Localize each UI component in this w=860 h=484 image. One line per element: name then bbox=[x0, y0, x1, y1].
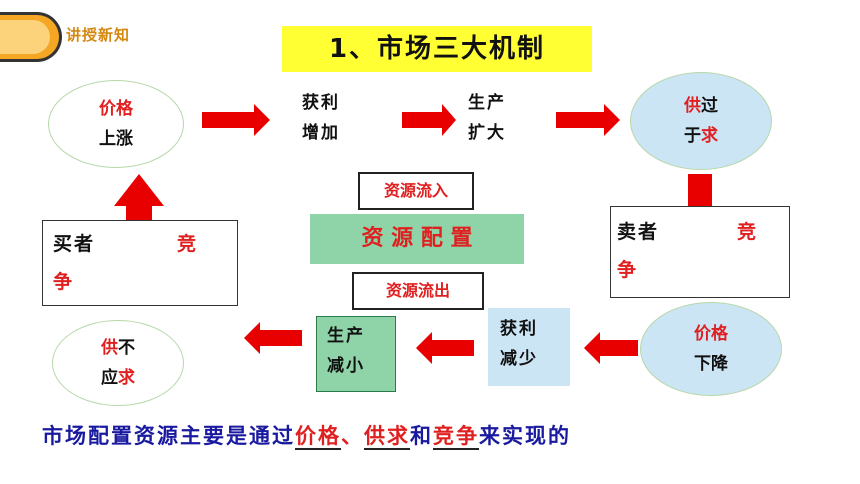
price-down-node: 价格 下降 bbox=[640, 302, 782, 396]
price-down-line1: 价格 bbox=[694, 324, 728, 344]
price-up-line1: 价格 bbox=[99, 99, 133, 119]
buyer-label: 买者 bbox=[53, 233, 96, 255]
arrow-right-2 bbox=[402, 104, 456, 136]
conclusion-part-3: 和 bbox=[410, 424, 433, 448]
buyer-compete-1: 竞 bbox=[177, 233, 199, 255]
supply-short-c: 应 bbox=[101, 368, 118, 388]
conclusion-part-2: 、 bbox=[341, 424, 364, 448]
supply-over-c: 于 bbox=[684, 126, 701, 146]
supply-short-d: 求 bbox=[118, 368, 135, 388]
production-down-node: 生产 减小 bbox=[316, 316, 396, 392]
conclusion-part-4: 来实现的 bbox=[479, 424, 571, 448]
production-up-line1: 生产 bbox=[468, 93, 506, 113]
buyer-compete-2: 争 bbox=[53, 271, 75, 293]
arrow-right-1 bbox=[202, 104, 270, 136]
price-up-line2: 上涨 bbox=[99, 129, 133, 149]
supply-short-a: 供 bbox=[101, 338, 118, 358]
conclusion-highlight-competition: 竞争 bbox=[433, 424, 479, 450]
production-down-line1: 生产 bbox=[327, 326, 365, 346]
section-tag-inner bbox=[0, 20, 50, 54]
section-tag-label: 讲授新知 bbox=[66, 26, 131, 44]
supply-short-node: 供不 应求 bbox=[52, 320, 184, 406]
conclusion-text: 市场配置资源主要是通过价格、供求和竞争来实现的 bbox=[42, 420, 571, 450]
seller-compete-1: 竞 bbox=[737, 221, 759, 243]
resource-inflow-label: 资源流入 bbox=[358, 172, 474, 210]
page-title: 1、市场三大机制 bbox=[282, 26, 592, 72]
conclusion-part-1: 市场配置资源主要是通过 bbox=[42, 424, 295, 448]
resource-allocation-label: 资 源 配 置 bbox=[310, 214, 524, 264]
resource-outflow-label: 资源流出 bbox=[352, 272, 484, 310]
conclusion-highlight-price: 价格 bbox=[295, 424, 341, 450]
profit-up-node: 获利 增加 bbox=[302, 88, 340, 148]
supply-over-b: 过 bbox=[701, 96, 718, 116]
price-up-node: 价格 上涨 bbox=[48, 80, 184, 168]
conclusion-highlight-supply: 供求 bbox=[364, 424, 410, 450]
supply-over-d: 求 bbox=[701, 126, 718, 146]
price-down-line2: 下降 bbox=[694, 354, 728, 374]
production-down-line2: 减小 bbox=[327, 356, 365, 376]
seller-label: 卖者 bbox=[617, 221, 660, 243]
arrow-left-1 bbox=[584, 332, 638, 364]
arrow-right-3 bbox=[556, 104, 620, 136]
profit-up-line2: 增加 bbox=[302, 123, 340, 143]
buyer-competition-node: 买者 竞 争 bbox=[42, 220, 238, 306]
arrow-left-3 bbox=[244, 322, 302, 354]
profit-down-node: 获利 减少 bbox=[488, 308, 570, 386]
profit-down-line1: 获利 bbox=[500, 319, 538, 339]
seller-compete-2: 争 bbox=[617, 259, 639, 281]
supply-exceeds-demand-node: 供过 于求 bbox=[630, 72, 772, 170]
production-up-node: 生产 扩大 bbox=[468, 88, 506, 148]
profit-down-line2: 减少 bbox=[500, 349, 538, 369]
production-up-line2: 扩大 bbox=[468, 123, 506, 143]
supply-short-b: 不 bbox=[118, 338, 135, 358]
seller-competition-node: 卖者 竞 争 bbox=[610, 206, 790, 298]
supply-over-a: 供 bbox=[684, 96, 701, 116]
arrow-left-2 bbox=[416, 332, 474, 364]
profit-up-line1: 获利 bbox=[302, 93, 340, 113]
